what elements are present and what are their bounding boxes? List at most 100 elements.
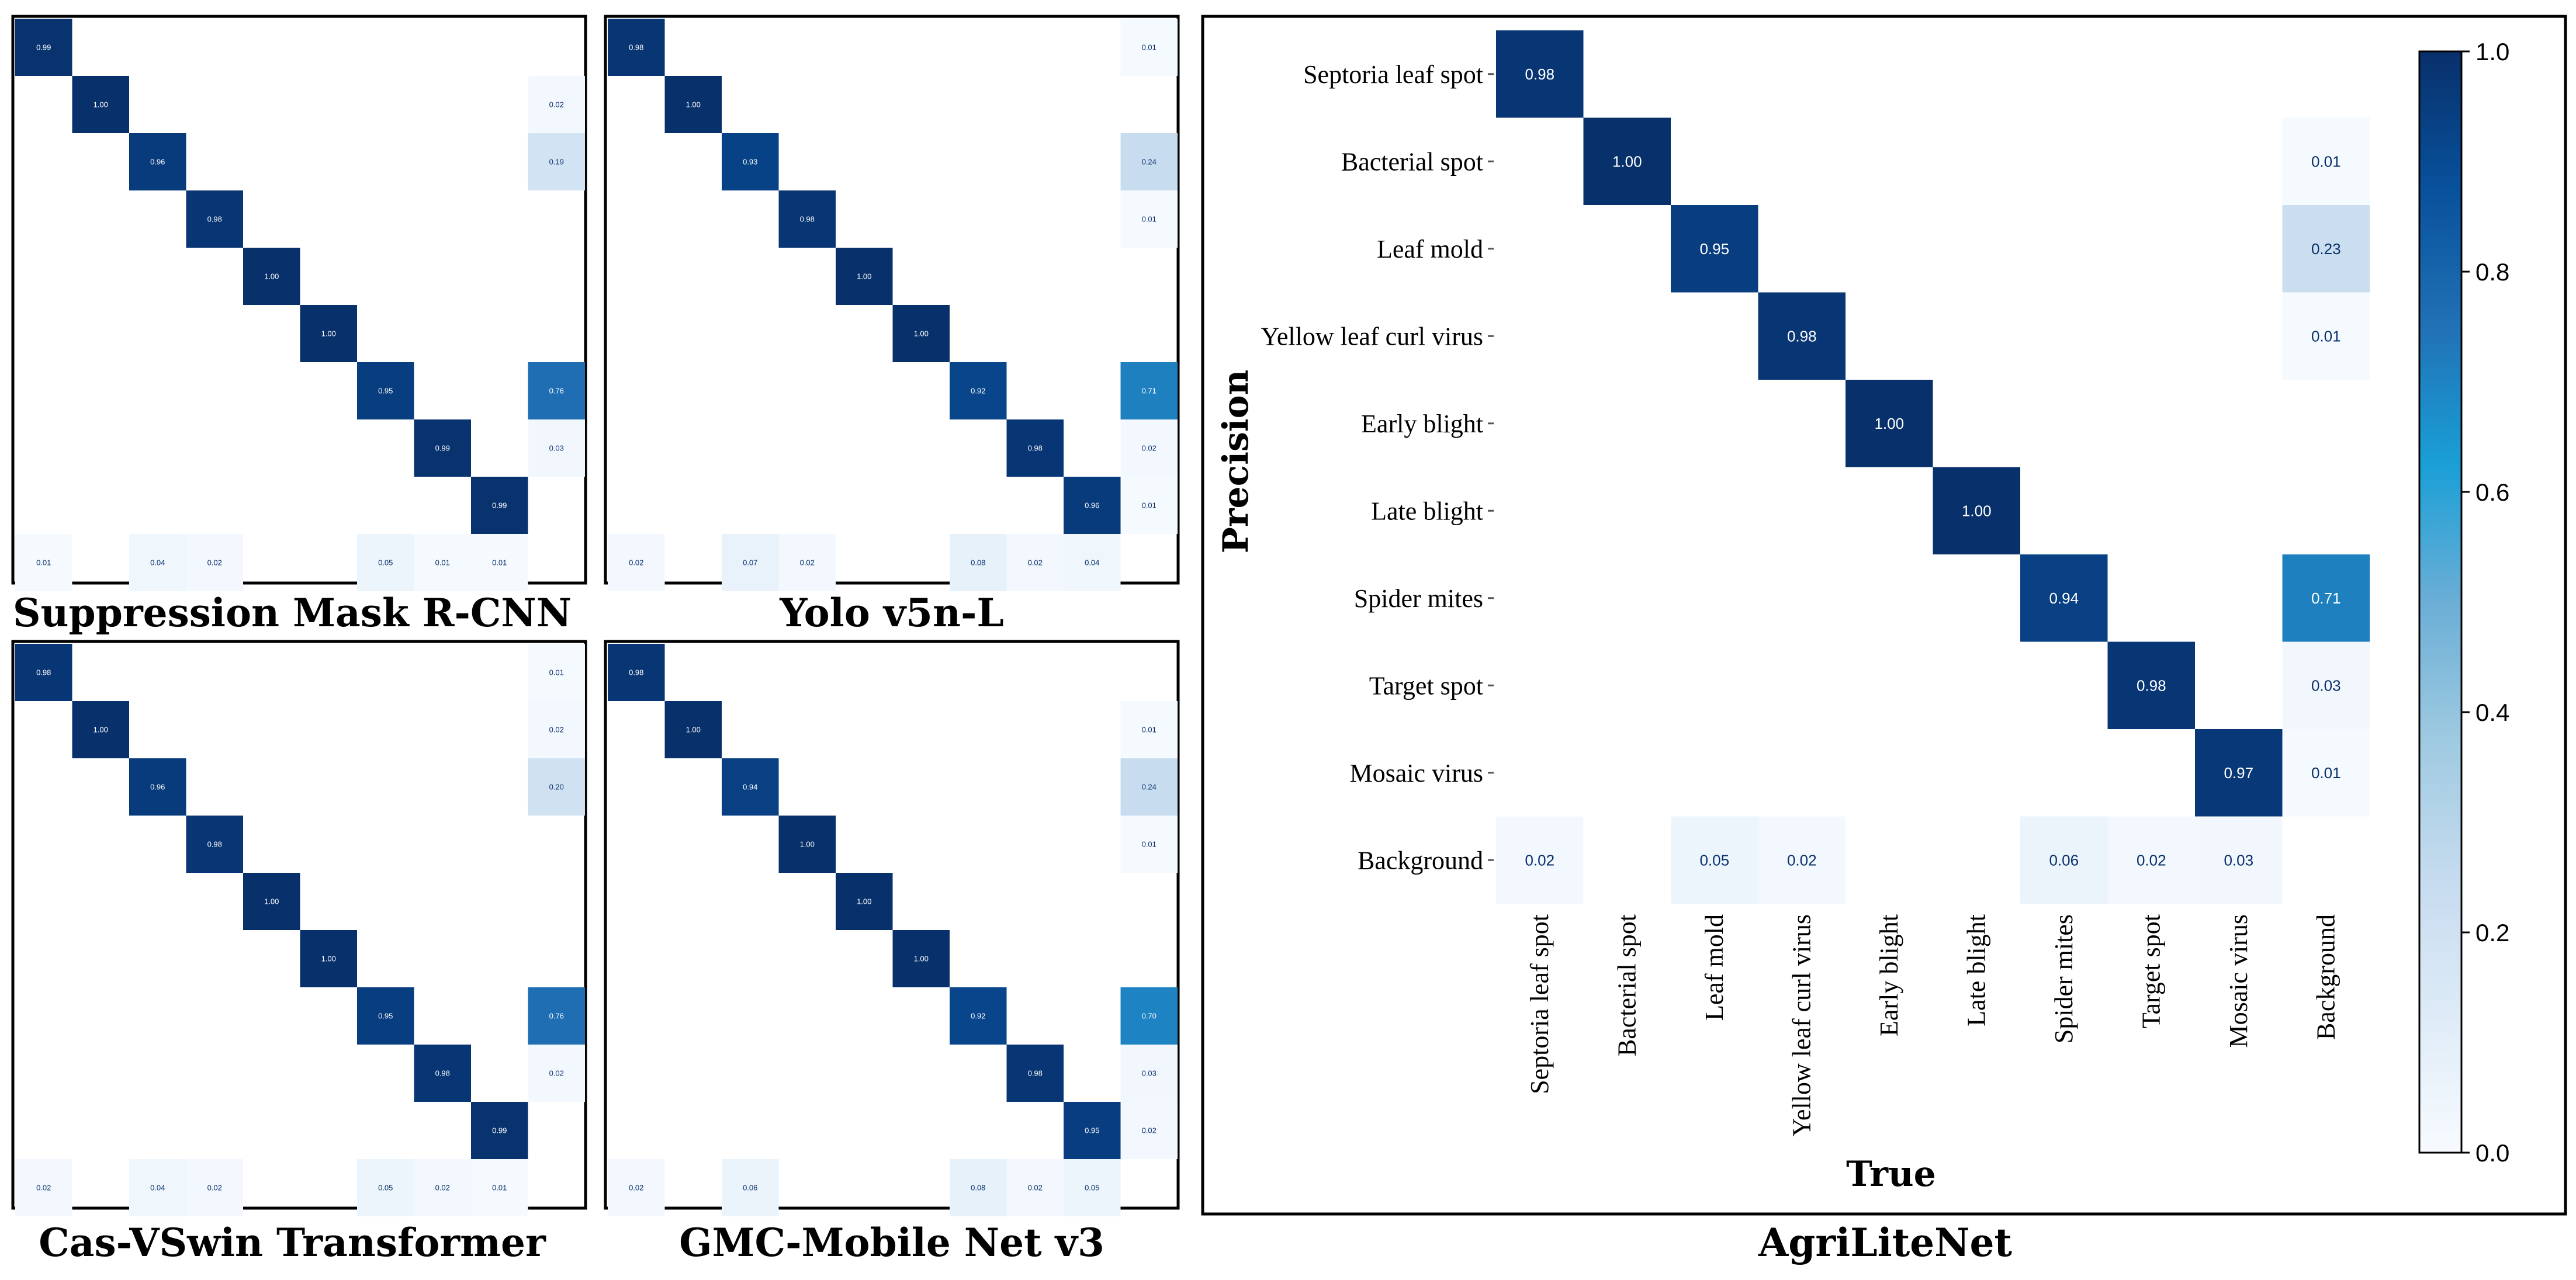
cell-value-label: 0.94 [2049,589,2079,607]
matrix-cell [1496,30,1584,118]
matrix-suppression-mask-rcnn: 0.991.000.960.981.001.000.950.990.990.02… [15,19,585,591]
matrix-cell [15,19,72,76]
panel-frame-agrilitenet [1201,15,2567,1216]
x-category-label: Yellow leaf curl virus [1787,914,1816,1136]
matrix-cell [2195,729,2283,817]
x-category-label: Late blight [1962,914,1990,1026]
matrix-cell [186,190,243,248]
matrix-cell [778,816,836,873]
cell-value-label: 0.76 [549,1012,564,1021]
colorbar [2418,50,2463,1154]
matrix-cell [2107,816,2195,904]
matrix-cell [2282,117,2370,205]
matrix-yolo-v5n-l: 0.981.000.930.981.001.000.920.980.960.01… [608,19,1178,591]
cell-value-label: 0.05 [1085,1184,1099,1192]
title-yolo-v5n-l: Yolo v5n-L [779,590,1004,636]
matrix-cell [471,1159,528,1216]
matrix-cell [2282,292,2370,380]
matrix-cell [357,987,414,1045]
cell-value-label: 1.00 [914,329,929,338]
cell-value-label: 0.97 [2224,764,2253,782]
cell-value-label: 1.00 [857,897,871,906]
matrix-cell [1671,816,1758,904]
cell-value-label: 0.24 [1142,783,1157,792]
cell-value-label: 0.01 [1142,215,1157,224]
matrix-cell [72,76,129,133]
cell-value-label: 0.03 [549,444,564,453]
cell-value-label: 1.00 [800,840,815,849]
matrix-cell [664,76,722,133]
matrix-cell [1120,133,1178,190]
matrix-cell [15,534,72,591]
colorbar-tick-label: 0.6 [2475,478,2509,506]
cell-value-label: 0.02 [36,1184,51,1192]
matrix-cell [414,534,471,591]
matrix-cell [1120,816,1178,873]
cell-value-label: 0.07 [743,559,757,567]
matrix-cell [300,305,357,362]
cell-value-label: 0.08 [971,1184,985,1192]
matrix-cell [243,248,300,305]
cell-value-label: 0.98 [36,668,51,677]
cell-value-label: 0.02 [2137,851,2166,869]
matrix-cell [2107,641,2195,729]
cell-value-label: 1.00 [857,272,871,281]
cell-value-label: 0.96 [1085,501,1099,510]
cell-value-label: 0.71 [1142,387,1157,396]
matrix-cell [892,305,950,362]
title-gmc-mobile-net-v3: GMC-Mobile Net v3 [679,1220,1105,1265]
matrix-cell [528,987,585,1045]
matrix-cell [1064,1102,1121,1159]
cell-value-label: 0.08 [971,559,985,567]
matrix-cell [1006,1045,1064,1102]
y-category-label: Septoria leaf spot [1303,60,1483,89]
cell-value-label: 0.04 [150,1184,165,1192]
matrix-cell [528,419,585,477]
cell-value-label: 0.98 [1525,65,1554,83]
cell-value-label: 1.00 [1962,502,1992,519]
cell-value-label: 1.00 [94,100,108,109]
matrix-cell [2020,816,2108,904]
panel-frame-cas-vswin [11,640,587,1210]
cell-value-label: 0.02 [800,559,815,567]
matrix-cell [1006,419,1064,477]
matrix-cell [129,1159,186,1216]
cell-value-label: 0.02 [1787,851,1817,869]
matrix-agrilitenet: 0.981.000.950.981.001.000.940.980.970.01… [1496,30,2370,904]
y-category-label: Leaf mold [1377,235,1483,263]
matrix-cell [528,362,585,419]
cell-value-label: 0.02 [1028,559,1043,567]
matrix-cell [1064,1159,1121,1216]
matrix-cell [722,1159,779,1216]
cell-value-label: 0.02 [435,1184,450,1192]
cell-value-label: 0.98 [207,215,222,224]
matrix-cell [1120,362,1178,419]
cell-value-label: 0.02 [549,726,564,734]
y-category-label: Target spot [1369,671,1483,700]
cell-value-label: 0.02 [1142,444,1157,453]
matrix-cell [357,534,414,591]
matrix-cell [608,1159,665,1216]
matrix-cell [471,534,528,591]
y-category-label: Background [1358,846,1483,875]
cell-value-label: 0.98 [800,215,815,224]
cell-value-label: 0.05 [1699,851,1729,869]
matrix-cell [1846,380,1933,467]
matrix-cell [528,644,585,701]
title-agrilitenet: AgriLiteNet [1758,1220,2012,1265]
y-category-label: Early blight [1361,410,1483,438]
colorbar-tick-label: 0.0 [2475,1139,2509,1167]
y-category-label: Bacterial spot [1341,147,1483,176]
cell-value-label: 0.02 [629,559,643,567]
matrix-cell [836,248,893,305]
matrix-cell [471,477,528,534]
matrix-cell [2282,729,2370,817]
cell-value-label: 0.01 [36,559,51,567]
cell-value-label: 0.01 [1142,43,1157,52]
cell-value-label: 0.71 [2311,589,2341,607]
cell-value-label: 0.02 [1028,1184,1043,1192]
matrix-cell [778,534,836,591]
matrix-cell [414,1159,471,1216]
cell-value-label: 0.04 [1085,559,1099,567]
